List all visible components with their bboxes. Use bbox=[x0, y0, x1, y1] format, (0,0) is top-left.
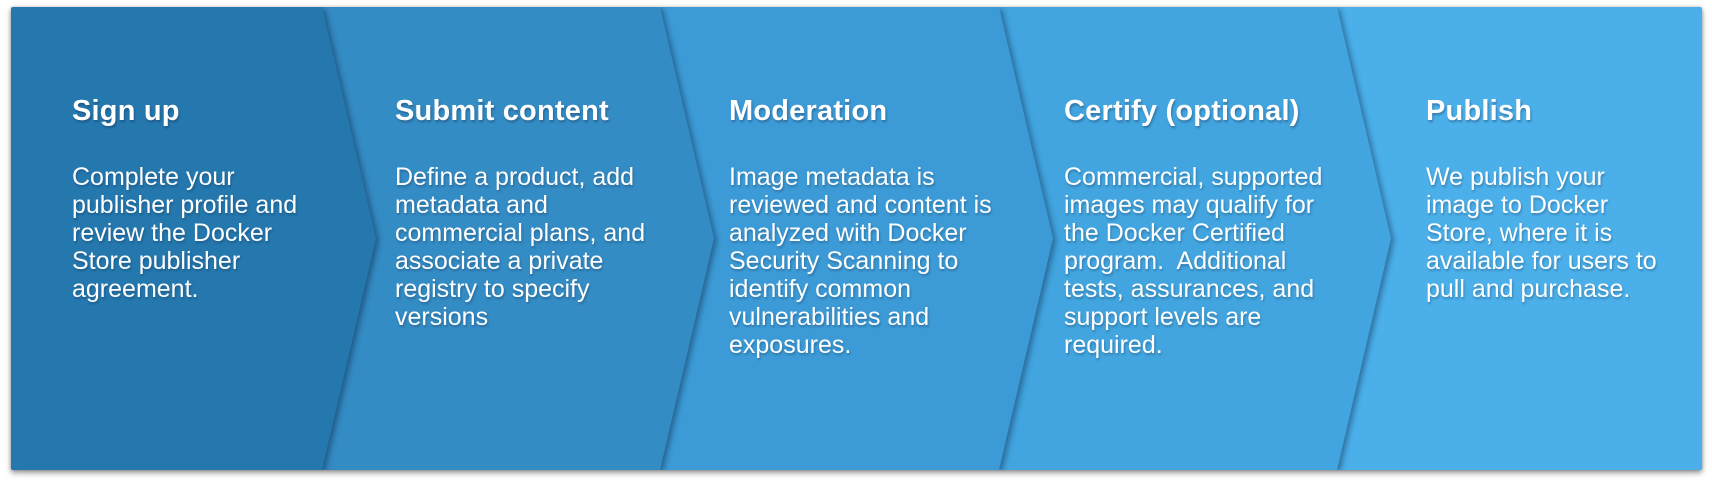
step-title-sign-up: Sign up bbox=[72, 95, 180, 127]
step-description-submit-content: Define a product, add metadata and comme… bbox=[395, 163, 646, 331]
chevron-shape-moderation bbox=[660, 7, 1053, 470]
step-moderation: Moderation Image metadata is reviewed an… bbox=[729, 95, 1049, 359]
step-sign-up: Sign up Complete your publisher profile … bbox=[72, 95, 392, 303]
step-title-submit-content: Submit content bbox=[395, 95, 609, 127]
step-description-sign-up: Complete your publisher profile and revi… bbox=[72, 163, 298, 303]
step-description-publish: We publish your image to Docker Store, w… bbox=[1426, 163, 1657, 303]
chevron-shape-sign-up bbox=[11, 7, 376, 470]
step-submit-content: Submit content Define a product, add met… bbox=[395, 95, 715, 331]
step-description-moderation: Image metadata is reviewed and content i… bbox=[729, 163, 992, 359]
chevron-shape-certify bbox=[999, 7, 1391, 470]
chevron-shape-publish bbox=[1337, 7, 1702, 470]
chevron-shape-submit-content bbox=[322, 7, 714, 470]
chevron-flow-canvas bbox=[11, 7, 1702, 470]
step-certify: Certify (optional) Commercial, supported… bbox=[1064, 95, 1384, 359]
process-flow-diagram: Sign up Complete your publisher profile … bbox=[11, 7, 1702, 470]
step-title-publish: Publish bbox=[1426, 95, 1533, 127]
step-description-certify: Commercial, supported images may qualify… bbox=[1064, 163, 1323, 359]
step-publish: Publish We publish your image to Docker … bbox=[1426, 95, 1712, 303]
step-title-moderation: Moderation bbox=[729, 95, 888, 127]
step-title-certify: Certify (optional) bbox=[1064, 95, 1300, 127]
